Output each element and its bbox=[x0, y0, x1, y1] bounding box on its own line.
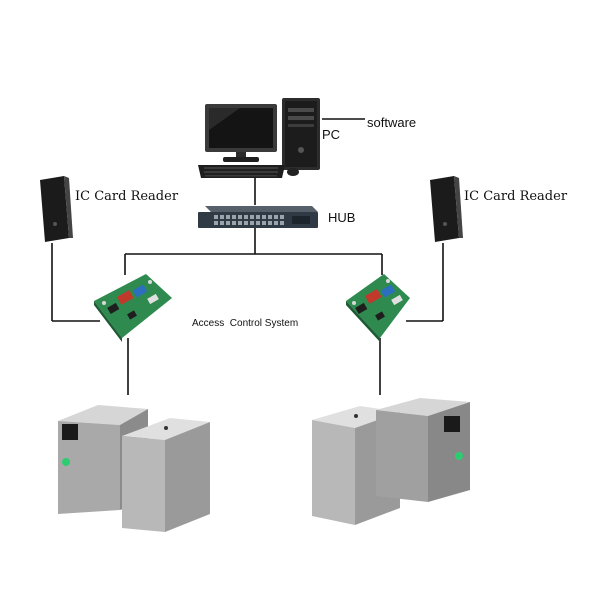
ic-card-reader-right bbox=[430, 176, 463, 242]
pc-label: PC bbox=[322, 127, 340, 142]
access-control-system-label: Access Control System bbox=[192, 318, 298, 329]
hub-label: HUB bbox=[328, 210, 355, 225]
pc-tower bbox=[282, 98, 320, 170]
hub-switch bbox=[198, 206, 318, 228]
turnstile-right-pair bbox=[312, 398, 470, 525]
access-control-board-right bbox=[346, 274, 410, 342]
mouse bbox=[287, 168, 299, 176]
ic-card-reader-left bbox=[40, 176, 73, 242]
access-control-board-left bbox=[94, 274, 172, 342]
keyboard bbox=[198, 165, 285, 178]
connection-lines bbox=[51, 118, 444, 395]
ic-card-reader-left-label: IC Card Reader bbox=[75, 189, 179, 204]
monitor bbox=[205, 104, 277, 162]
software-label: software bbox=[367, 115, 416, 130]
turnstile-left-pair bbox=[58, 405, 210, 532]
ic-card-reader-right-label: IC Card Reader bbox=[464, 189, 568, 204]
